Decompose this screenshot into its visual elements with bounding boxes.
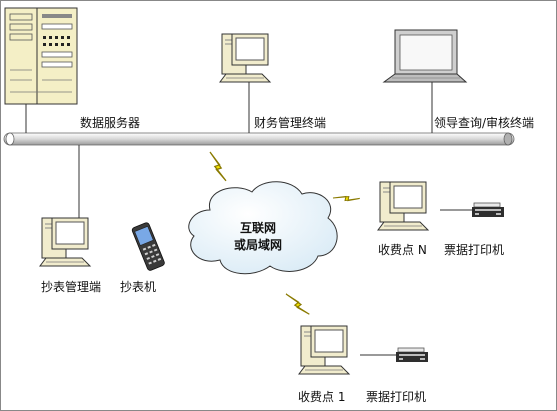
- cloud-label-line2: 或局域网: [234, 238, 283, 252]
- finance-terminal-label: 财务管理终端: [254, 116, 327, 130]
- printer-icon: [395, 347, 429, 363]
- cloud-icon: [188, 181, 338, 275]
- meter-terminal-label: 抄表管理端: [41, 280, 102, 294]
- meter-desktop-computer-icon: [39, 217, 91, 267]
- toll-n-label: 收费点 N: [378, 243, 427, 257]
- finance-desktop-computer-icon: [219, 33, 271, 83]
- toll-1-desktop-computer-icon: [298, 325, 350, 375]
- meter-reader-label: 抄表机: [120, 280, 157, 294]
- toll-n-desktop-computer-icon: [377, 181, 429, 231]
- laptop-icon: [382, 29, 468, 83]
- printer-1-label: 票据打印机: [366, 390, 427, 404]
- cloud-label-line1: 互联网: [240, 221, 277, 235]
- handheld-meter-reader-icon: [131, 222, 165, 271]
- server-icon: [4, 7, 78, 105]
- lightning-icon: [332, 186, 361, 211]
- leader-terminal-label: 领导查询/审核终端: [434, 116, 535, 130]
- printer-icon: [471, 202, 505, 218]
- connection-lines: [25, 80, 474, 356]
- printer-n-label: 票据打印机: [444, 243, 505, 257]
- data-server-label: 数据服务器: [80, 116, 141, 130]
- network-bus: [3, 132, 515, 146]
- lightning-icon: [209, 151, 227, 182]
- toll-1-label: 收费点 1: [298, 390, 346, 404]
- lightning-icon: [285, 288, 310, 320]
